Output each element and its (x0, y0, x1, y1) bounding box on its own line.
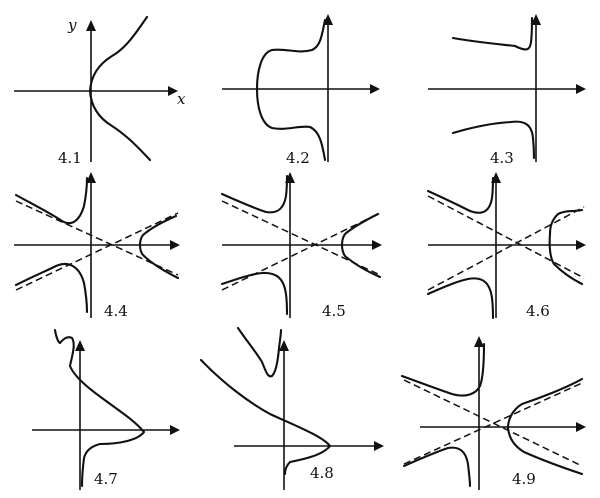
x-axis-arrow (576, 84, 586, 94)
curve-lower-left-branch (14, 262, 89, 314)
curve-upper-left-branch (220, 174, 289, 214)
panel-label: 4.1 (58, 149, 82, 167)
panel-4-1: y x 4.1 (14, 15, 186, 167)
x-axis-arrow (576, 422, 586, 432)
curve (53, 328, 146, 488)
x-axis-arrow (576, 240, 586, 250)
curve (88, 15, 152, 162)
panel-4-5: 4.5 (220, 172, 382, 320)
asymptote-falling (403, 379, 583, 467)
panel-label: 4.2 (286, 149, 310, 167)
x-axis-arrow (170, 240, 180, 250)
y-axis-arrow (86, 20, 96, 31)
panel-label: 4.5 (322, 302, 346, 320)
panel-4-3: 4.3 (428, 14, 586, 167)
panel-4-6: 4.6 (426, 172, 586, 320)
curve-upper-left-branch (400, 342, 486, 397)
curve-upper-branch (236, 326, 283, 378)
curve-right-branch (506, 377, 584, 476)
panel-label: 4.9 (512, 470, 536, 488)
curve-right-branch (138, 214, 180, 280)
curve-lower-left-branch (220, 271, 289, 316)
curve-lower-branch (451, 120, 536, 160)
asymptote-rising (427, 206, 585, 291)
y-axis-arrow (75, 340, 85, 351)
panel-4-9: 4.9 (400, 336, 586, 490)
y-axis-arrow (474, 336, 484, 347)
x-axis-arrow (370, 84, 380, 94)
x-axis-label: x (177, 90, 186, 108)
curve-upper-branch (451, 16, 534, 51)
asymptote-falling (427, 195, 585, 279)
panel-label: 4.6 (526, 302, 550, 320)
curve-upper-left-branch (426, 176, 495, 214)
curve (255, 18, 327, 162)
panel-label: 4.8 (310, 464, 334, 482)
panel-label: 4.3 (490, 149, 514, 167)
curve-lower-left-branch (402, 446, 472, 488)
x-axis-arrow (372, 240, 382, 250)
y-axis-arrow (279, 340, 289, 351)
panel-4-7: 4.7 (32, 328, 180, 490)
curve-lower-left-branch (426, 277, 495, 320)
asymptote-rising (15, 212, 179, 291)
panel-4-8: 4.8 (199, 326, 384, 490)
curve-right-branch (548, 208, 584, 286)
x-axis-arrow (170, 425, 180, 435)
curve-right-branch (340, 212, 382, 279)
x-axis-arrow (374, 441, 384, 451)
panel-4-4: 4.4 (14, 172, 180, 320)
curve-upper-left-branch (14, 176, 89, 225)
panel-label: 4.4 (104, 302, 128, 320)
panel-4-2: 4.2 (222, 14, 380, 167)
asymptote-rising (221, 212, 381, 291)
curve-main-branch (199, 358, 332, 476)
panel-label: 4.7 (94, 470, 118, 488)
y-axis-label: y (67, 16, 77, 34)
y-axis-arrow (531, 14, 541, 25)
y-axis-arrow (86, 172, 96, 183)
x-axis-arrow (168, 86, 178, 96)
